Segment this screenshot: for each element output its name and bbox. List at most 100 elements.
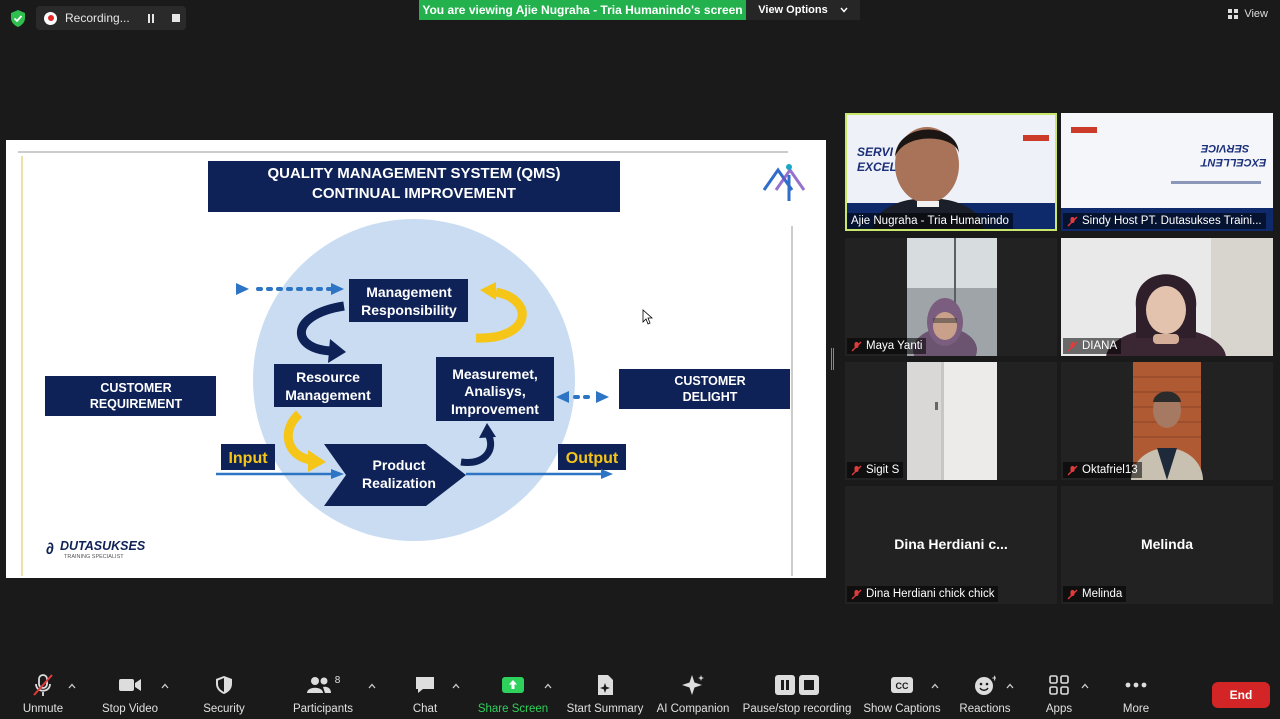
muted-mic-icon <box>851 589 862 599</box>
participants-button[interactable]: 8 Participants <box>292 675 354 715</box>
chat-options-chevron-icon[interactable] <box>452 682 460 690</box>
muted-mic-icon <box>851 341 862 351</box>
slide-title-box <box>208 161 620 212</box>
meeting-toolbar: Unmute Stop Video Security 8 Participant… <box>0 670 1280 719</box>
qms-diagram: QUALITY MANAGEMENT SYSTEM (QMS) CONTINUA… <box>18 151 806 576</box>
video-feed <box>845 362 1057 480</box>
svg-text:EXCEL: EXCEL <box>857 160 897 174</box>
panel-splitter[interactable] <box>831 348 834 370</box>
grid-view-icon <box>1228 9 1239 19</box>
management-responsibility-box <box>349 279 468 322</box>
svg-text:CC: CC <box>896 681 909 691</box>
participants-icon <box>306 677 331 693</box>
participant-tile[interactable]: Melinda Melinda <box>1061 486 1273 604</box>
svg-text:+: + <box>992 674 996 683</box>
participant-tile[interactable]: DIANA <box>1061 238 1273 356</box>
pause-recording-icon[interactable] <box>147 13 154 23</box>
chat-button[interactable]: Chat <box>405 670 445 719</box>
participant-name-label: Melinda <box>1063 586 1127 602</box>
svg-text:Resource: Resource <box>296 369 360 385</box>
captions-options-chevron-icon[interactable] <box>931 682 939 690</box>
ai-companion-button[interactable]: AI Companion <box>655 670 731 719</box>
participants-options-chevron-icon[interactable] <box>368 682 376 690</box>
chevron-down-icon <box>840 7 848 13</box>
share-screen-button[interactable]: Share Screen <box>478 670 548 719</box>
chat-bubble-icon <box>416 677 434 693</box>
video-camera-icon <box>119 679 141 691</box>
more-button[interactable]: More <box>1116 670 1156 719</box>
muted-mic-icon <box>1067 589 1078 599</box>
participant-name-label: DIANA <box>1063 338 1122 354</box>
svg-text:Responsibility: Responsibility <box>361 302 457 318</box>
ai-sparkle-icon <box>682 675 704 695</box>
share-screen-icon <box>502 677 524 693</box>
svg-text:Management: Management <box>285 387 371 403</box>
pause-stop-recording-button[interactable]: Pause/stop recording <box>742 670 852 719</box>
participant-name-label: Ajie Nugraha - Tria Humanindo <box>847 213 1013 229</box>
dotted-arrow-top <box>236 283 344 295</box>
shared-screen: QUALITY MANAGEMENT SYSTEM (QMS) CONTINUA… <box>6 140 826 578</box>
svg-text:Analisys,: Analisys, <box>464 383 525 399</box>
reaction-smiley-icon: + <box>975 674 996 695</box>
viewing-screen-banner: You are viewing Ajie Nugraha - Tria Huma… <box>419 0 746 20</box>
resource-management-box <box>274 364 382 407</box>
slide-title-line1: QUALITY MANAGEMENT SYSTEM (QMS) <box>267 165 560 182</box>
customer-requirement-box <box>45 376 216 416</box>
participant-name-label: Oktafriel13 <box>1063 462 1142 478</box>
stop-video-button[interactable]: Stop Video <box>100 670 160 719</box>
security-button[interactable]: Security <box>199 670 249 719</box>
participant-tile[interactable]: Sigit S <box>845 362 1057 480</box>
svg-text:Management: Management <box>366 284 452 300</box>
captions-cc-icon: CC <box>891 677 913 693</box>
stop-recording-icon[interactable] <box>171 14 180 22</box>
mouse-cursor-icon <box>642 309 654 325</box>
svg-text:Realization: Realization <box>362 475 436 491</box>
participant-name-label: Maya Yanti <box>847 338 927 354</box>
svg-text:∂: ∂ <box>46 541 54 558</box>
participant-name-label: Dina Herdiani chick chick <box>847 586 999 602</box>
audio-options-chevron-icon[interactable] <box>68 682 76 690</box>
participant-tile[interactable]: Dina Herdiani c... Dina Herdiani chick c… <box>845 486 1057 604</box>
reactions-button[interactable]: + Reactions <box>959 674 1011 715</box>
view-button[interactable]: View <box>1228 8 1268 20</box>
video-options-chevron-icon[interactable] <box>161 682 169 690</box>
apps-button[interactable]: Apps <box>1041 670 1077 719</box>
participant-tile[interactable]: Maya Yanti <box>845 238 1057 356</box>
end-meeting-button[interactable]: End <box>1212 682 1270 708</box>
slide-title-line2: CONTINUAL IMPROVEMENT <box>312 185 516 202</box>
customer-delight-box <box>619 369 790 409</box>
recording-dot-icon <box>44 11 57 25</box>
svg-text:EXCELLENT: EXCELLENT <box>1200 156 1267 168</box>
share-options-chevron-icon[interactable] <box>544 682 552 690</box>
muted-mic-icon <box>1067 341 1078 351</box>
output-box <box>558 444 626 470</box>
stop-icon <box>799 675 819 695</box>
svg-text:Product: Product <box>373 457 426 473</box>
participant-tile[interactable]: SERVICE EXCELLENT Sindy Host PT. Dutasuk… <box>1061 113 1273 231</box>
dotted-arrow-right <box>556 391 609 403</box>
participant-tile[interactable]: SERVI EXCEL Ajie Nugraha - Tria Humanind… <box>845 113 1057 231</box>
svg-text:SERVI: SERVI <box>857 145 894 159</box>
video-feed <box>1061 362 1273 480</box>
muted-mic-icon <box>1067 465 1078 475</box>
tria-logo <box>762 164 806 201</box>
svg-text:CUSTOMER: CUSTOMER <box>100 381 171 395</box>
measurement-box <box>436 357 554 421</box>
apps-options-chevron-icon[interactable] <box>1081 682 1089 690</box>
product-realization-box <box>324 444 466 506</box>
start-summary-button[interactable]: Start Summary <box>565 670 645 719</box>
svg-text:Input: Input <box>228 450 268 467</box>
summary-doc-icon <box>598 675 613 695</box>
recording-indicator[interactable]: Recording... <box>36 6 186 30</box>
svg-text:DUTASUKSES: DUTASUKSES <box>60 539 146 553</box>
participant-display-name: Dina Herdiani c... <box>894 536 1008 552</box>
view-options-button[interactable]: View Options <box>746 0 860 20</box>
svg-text:SERVICE: SERVICE <box>1200 142 1249 154</box>
reactions-options-chevron-icon[interactable] <box>1006 682 1014 690</box>
unmute-button[interactable]: Unmute <box>18 670 68 719</box>
view-label: View <box>1244 8 1268 20</box>
apps-icon <box>1049 675 1069 695</box>
show-captions-button[interactable]: CC Show Captions <box>863 670 941 719</box>
participant-tile[interactable]: Oktafriel13 <box>1061 362 1273 480</box>
svg-text:DELIGHT: DELIGHT <box>683 390 738 404</box>
